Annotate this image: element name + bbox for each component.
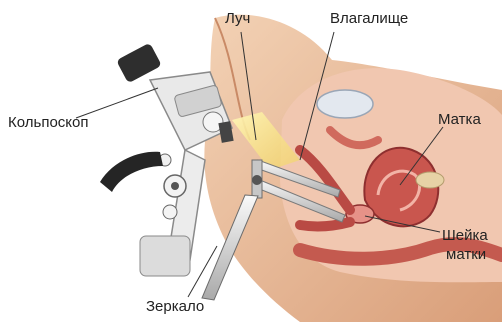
label-uterus: Матка [438,111,481,128]
label-beam: Луч [225,10,250,27]
bladder [317,90,373,118]
label-colposcope: Кольпоскоп [8,114,88,131]
label-cervix-line1: Шейка [442,227,488,244]
label-speculum: Зеркало [146,298,204,315]
label-cervix-line2: матки [446,246,486,263]
label-vagina: Влагалище [330,10,408,27]
